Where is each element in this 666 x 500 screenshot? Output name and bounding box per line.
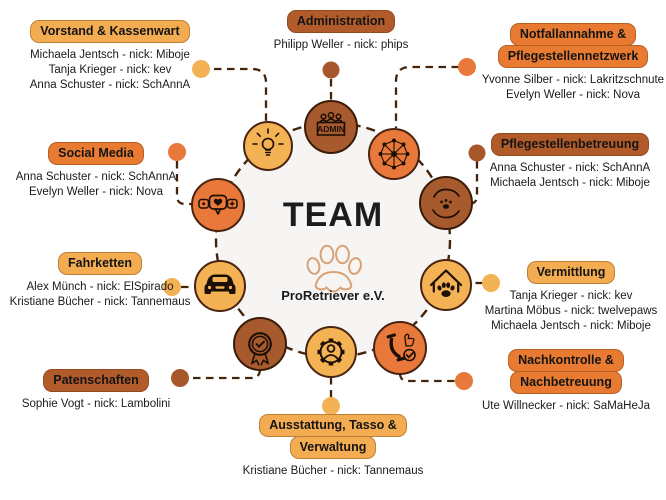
member-line: Ute Willnecker - nick: SaMaHeJa	[481, 400, 651, 412]
org-name: ProRetriever e.V.	[281, 288, 385, 303]
member-list: Kristiane Bücher - nick: Tannemaus	[233, 464, 433, 479]
group-label: Verwaltung	[289, 436, 377, 459]
group-label: Patenschaften	[43, 369, 149, 392]
admin-team-icon: ADMIN	[304, 100, 358, 154]
member-line: Tanja Krieger - nick: kev	[48, 64, 172, 76]
connector-social-media	[175, 161, 193, 206]
group-nachkontrolle: Nachkontrolle & Nachbetreuung Ute Willne…	[466, 349, 666, 414]
connector-pflegestellenbetreuung	[467, 161, 479, 206]
dot-pflegestellenbetreuung	[468, 144, 486, 162]
member-line: Philipp Weller - nick: phips	[273, 39, 409, 51]
car-icon	[194, 260, 246, 312]
member-list: Anna Schuster - nick: SchAnnA Michaela J…	[470, 161, 666, 191]
connector-dots	[163, 58, 500, 415]
group-label: Ausstattung, Tasso &	[259, 414, 407, 437]
phone-check-icon	[373, 321, 427, 375]
group-pflegestellenbetreuung: Pflegestellenbetreuung Anna Schuster - n…	[470, 133, 666, 191]
group-label: Nachbetreuung	[510, 371, 622, 394]
member-line: Kristiane Bücher - nick: Tannemaus	[242, 465, 424, 477]
dot-fahrketten	[163, 278, 181, 296]
caring-hands-icon	[419, 176, 473, 230]
group-label: Fahrketten	[58, 252, 142, 275]
member-line: Evelyn Weller - nick: Nova	[29, 186, 163, 198]
member-list: Philipp Weller - nick: phips	[231, 38, 451, 53]
group-administration: Administration Philipp Weller - nick: ph…	[231, 10, 451, 53]
group-label: Nachkontrolle &	[508, 349, 624, 372]
member-list: Sophie Vogt - nick: Lambolini	[0, 397, 192, 412]
dot-patenschaften	[171, 369, 189, 387]
group-social-media: Social Media Anna Schuster - nick: SchAn…	[1, 142, 191, 200]
group-vorstand: Vorstand & Kassenwart Michaela Jentsch -…	[4, 20, 216, 93]
group-label: Vermittlung	[526, 261, 616, 284]
group-label: Pflegestellenbetreuung	[490, 133, 650, 156]
connector-nachkontrolle	[398, 372, 455, 383]
admin-badge-text: ADMIN	[317, 124, 345, 134]
chat-bubbles-icon	[191, 178, 245, 232]
group-vermittlung: Vermittlung Tanja Krieger - nick: kev Ma…	[471, 261, 666, 334]
member-line: Michaela Jentsch - nick: Miboje	[491, 320, 651, 332]
member-line: Sophie Vogt - nick: Lambolini	[21, 398, 171, 410]
dot-social-media	[168, 143, 186, 161]
award-ribbon-icon	[233, 317, 287, 371]
dot-vermittlung	[482, 274, 500, 292]
member-line: Martina Möbus - nick: twelvepaws	[484, 305, 658, 317]
group-label: Vorstand & Kassenwart	[30, 20, 190, 43]
member-line: Anna Schuster - nick: SchAnnA	[15, 171, 177, 183]
dot-administration	[322, 61, 340, 79]
member-list: Alex Münch - nick: ElSpirado Kristiane B…	[3, 280, 197, 310]
connector-patenschaften	[189, 368, 262, 380]
group-notfallannahme: Notfallannahme & Pflegestellennetzwerk Y…	[473, 23, 666, 103]
group-ausstattung: Ausstattung, Tasso & Verwaltung Kristian…	[233, 414, 433, 479]
member-list: Yvonne Silber - nick: Lakritzschnute Eve…	[473, 73, 666, 103]
lightbulb-icon	[243, 121, 293, 171]
group-fahrketten: Fahrketten Alex Münch - nick: ElSpirado …	[3, 252, 197, 310]
member-line: Michaela Jentsch - nick: Miboje	[30, 49, 190, 61]
group-label: Social Media	[48, 142, 144, 165]
member-list: Anna Schuster - nick: SchAnnA Evelyn Wel…	[1, 170, 191, 200]
group-label: Pflegestellennetzwerk	[497, 45, 649, 68]
member-line: Kristiane Bücher - nick: Tannemaus	[9, 296, 191, 308]
home-paw-icon	[420, 259, 472, 311]
member-line: Evelyn Weller - nick: Nova	[506, 89, 640, 101]
member-list: Ute Willnecker - nick: SaMaHeJa	[466, 399, 666, 414]
connector-notfallannahme	[394, 65, 459, 128]
member-line: Alex Münch - nick: ElSpirado	[26, 281, 174, 293]
group-patenschaften: Patenschaften Sophie Vogt - nick: Lambol…	[0, 369, 192, 412]
dot-vorstand	[192, 60, 210, 78]
gear-person-icon	[305, 326, 357, 378]
member-list: Tanja Krieger - nick: kev Martina Möbus …	[471, 289, 666, 334]
member-line: Michaela Jentsch - nick: Miboje	[490, 177, 650, 189]
member-line: Anna Schuster - nick: SchAnnA	[489, 162, 651, 174]
member-line: Tanja Krieger - nick: kev	[509, 290, 633, 302]
member-line: Yvonne Silber - nick: Lakritzschnute	[481, 74, 665, 86]
dot-nachkontrolle	[455, 372, 473, 390]
paw-print-logo	[306, 244, 362, 293]
team-title: TEAM	[282, 196, 384, 234]
dot-notfallannahme	[458, 58, 476, 76]
group-label: Administration	[286, 10, 396, 33]
member-line: Anna Schuster - nick: SchAnnA	[29, 79, 191, 91]
group-label: Notfallannahme &	[509, 23, 637, 46]
dot-ausstattung	[322, 397, 340, 415]
member-list: Michaela Jentsch - nick: Miboje Tanja Kr…	[4, 48, 216, 93]
network-icon	[368, 128, 420, 180]
